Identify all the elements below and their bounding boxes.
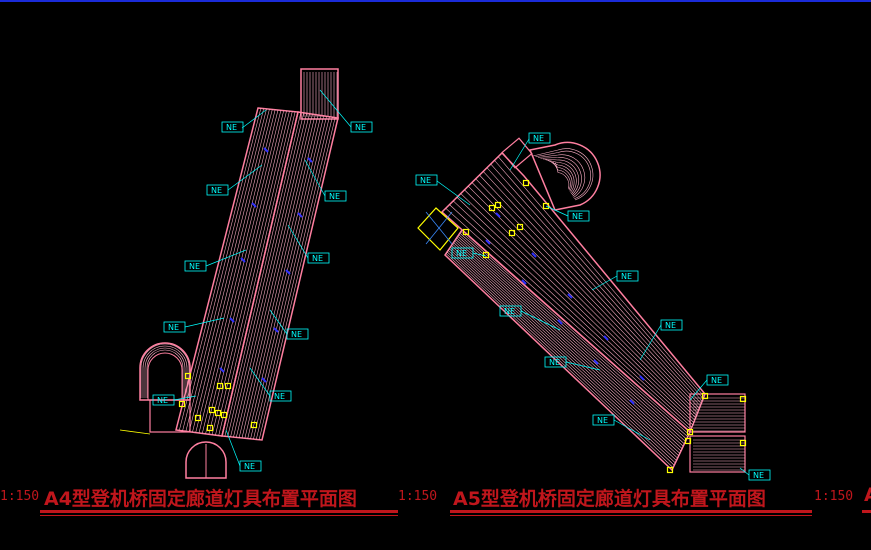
ne-label: NE — [639, 319, 683, 361]
ne-label-text: NE — [572, 212, 583, 221]
a5-lamp-marks — [485, 212, 645, 405]
ne-label: NE — [221, 109, 267, 133]
a5-fixtures — [462, 179, 747, 474]
right-edge-underline — [862, 510, 871, 513]
a4-plan-scale: 1:150 — [398, 489, 438, 504]
ne-label-text: NE — [597, 416, 608, 425]
a5-rotunda — [501, 137, 601, 211]
ne-label: NE — [225, 429, 262, 472]
a5-title-underline-thin — [450, 515, 812, 516]
ne-label: NE — [163, 317, 225, 333]
ne-label: NE — [249, 367, 292, 402]
ne-label: NE — [184, 249, 247, 272]
ne-label: NE — [451, 247, 487, 259]
a5-plan-title: A5型登机桥固定廊道灯具布置平面图 — [453, 488, 766, 510]
ne-label-text: NE — [549, 358, 560, 367]
ne-label-text: NE — [189, 262, 200, 271]
ne-label-text: NE — [665, 321, 676, 330]
a4-lamp-marks — [219, 147, 313, 383]
ne-label-text: NE — [168, 323, 179, 332]
ne-label: NE — [689, 374, 729, 401]
a4-plan-title: A4型登机桥固定廊道灯具布置平面图 — [44, 488, 357, 510]
a4-corridor-left — [175, 107, 299, 437]
a4-fixtures — [178, 372, 258, 432]
a5-plan-scale: 1:150 — [814, 489, 854, 504]
ne-label: NE — [269, 309, 309, 340]
ne-label: NE — [499, 305, 561, 331]
ne-label: NE — [591, 270, 639, 291]
a4-title-underline — [40, 510, 398, 513]
a5-corridor-lower — [444, 228, 691, 472]
ne-label-text: NE — [244, 462, 255, 471]
ne-label: NE — [415, 174, 471, 206]
a5-corridor-upper — [440, 151, 706, 434]
ne-label-text: NE — [711, 376, 722, 385]
ne-label: NE — [509, 132, 551, 171]
a4-dim-mark — [119, 429, 151, 435]
ne-label-text: NE — [312, 254, 323, 263]
a4-corridor-right — [221, 111, 339, 441]
top-border — [0, 0, 871, 2]
a4-rotunda — [139, 342, 191, 401]
ne-label-text: NE — [355, 123, 366, 132]
ne-label-text: NE — [226, 123, 237, 132]
a4-plan — [119, 68, 339, 479]
ne-label-text: NE — [456, 249, 467, 258]
ne-label-text: NE — [504, 307, 515, 316]
ne-label: NE — [739, 467, 771, 481]
ne-label-text: NE — [274, 392, 285, 401]
ne-label-text: NE — [291, 330, 302, 339]
a5-title-underline — [450, 510, 812, 513]
a4-top-entry — [300, 68, 339, 120]
ne-label: NE — [592, 414, 651, 441]
ne-label: NE — [152, 394, 197, 406]
right-edge-title-fragment: A — [864, 484, 871, 506]
ne-label-text: NE — [533, 134, 544, 143]
ne-label-text: NE — [753, 471, 764, 480]
ne-label-text: NE — [211, 186, 222, 195]
ne-label: NE — [287, 224, 330, 264]
ne-label-text: NE — [621, 272, 632, 281]
a4-bottom-entry — [185, 441, 227, 479]
ne-label-text: NE — [329, 192, 340, 201]
a4-title-underline-thin — [40, 515, 398, 516]
ne-label-text: NE — [420, 176, 431, 185]
a5-plan — [417, 137, 747, 474]
ne-label-text: NE — [157, 396, 168, 405]
ne-label: NE — [545, 205, 590, 222]
a5-left-entry — [417, 207, 459, 251]
a5-exit-lanes — [689, 393, 746, 473]
ne-label: NE — [319, 89, 373, 133]
ne-label: NE — [206, 164, 263, 196]
ne-label: NE — [304, 159, 347, 202]
ne-label: NE — [544, 356, 601, 371]
left-edge-scale: 1:150 — [0, 489, 40, 504]
ne-labels: NE NE NE NE NE NE NE NE NE NE NE NE NE NE NE NE NE NE NE NE… — [152, 89, 771, 481]
a4-platform — [149, 399, 191, 433]
